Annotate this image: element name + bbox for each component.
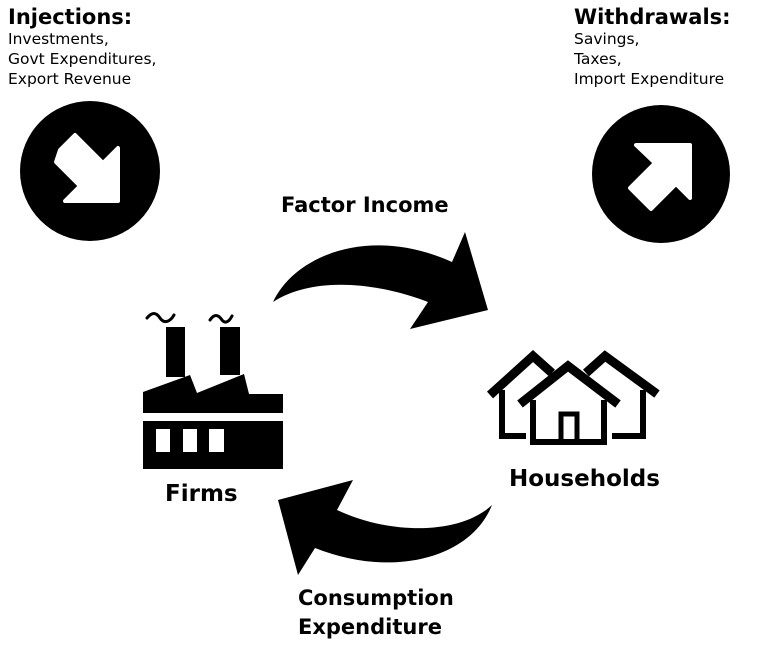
firms-label: Firms <box>165 481 238 507</box>
injections-item: Investments, <box>8 30 109 48</box>
withdrawals-item: Savings, <box>574 30 640 48</box>
factor-income-label: Factor Income <box>281 193 449 217</box>
arrow-down-right-circle-icon <box>20 101 160 241</box>
consumption-expenditure-label: Consumption Expenditure <box>298 584 454 642</box>
consumption-expenditure-arrow-icon <box>278 480 492 575</box>
expenditure-label-line: Expenditure <box>298 615 442 639</box>
injections-item: Export Revenue <box>8 70 132 88</box>
withdrawals-item: Import Expenditure <box>574 70 725 88</box>
households-label: Households <box>509 466 660 492</box>
withdrawals-block: Withdrawals: Savings, Taxes, Import Expe… <box>574 5 731 89</box>
factor-income-arrow-icon <box>273 232 488 329</box>
injections-title: Injections: <box>8 5 133 29</box>
arrow-up-right-circle-icon <box>592 105 730 243</box>
injections-block: Injections: Investments, Govt Expenditur… <box>8 5 156 89</box>
consumption-label-line: Consumption <box>298 586 454 610</box>
houses-icon <box>486 349 660 445</box>
injections-item: Govt Expenditures, <box>8 50 157 68</box>
withdrawals-title: Withdrawals: <box>574 5 731 29</box>
factory-icon <box>143 312 283 469</box>
withdrawals-item: Taxes, <box>574 50 622 68</box>
